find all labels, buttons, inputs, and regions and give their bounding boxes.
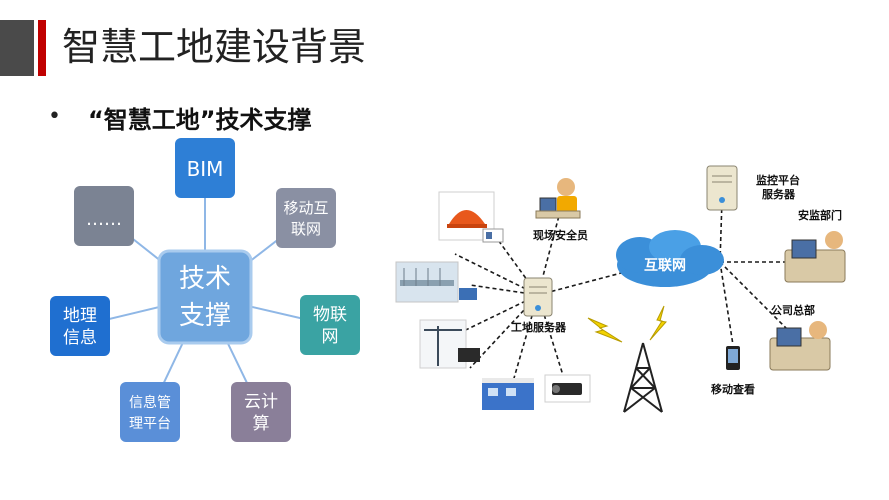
node-cloud-line-2: 算 [253,414,270,434]
site-server-label: 工地服务器 [511,320,567,334]
monitor-server-label-1: 监控平台 [756,173,800,187]
node-iot: 物联 网 [300,295,360,355]
internet-cloud: 互联网 [616,230,724,287]
header-accent-red [38,20,46,76]
center-line-1: 技术 [179,264,231,294]
site-gate-icon [395,261,477,303]
lightning-left-icon [587,317,623,343]
node-info-management: 信息管 理平台 [120,382,180,442]
safety-dept-label: 安监部门 [798,208,842,222]
safety-dept-worker-icon [784,231,846,283]
tower-crane-icon [419,319,480,369]
node-iot-line-2: 网 [322,327,339,347]
safety-officer-icon [535,178,581,219]
internet-cloud-label: 互联网 [644,258,686,274]
surveillance-camera-icon [544,374,591,403]
node-more: …… [74,186,134,246]
node-mobile-line-1: 移动互 [283,199,328,217]
center-line-2: 支撑 [179,301,231,331]
mobile-phone-icon [726,346,740,370]
node-mobile-line-2: 联网 [291,220,321,238]
safety-officer-label: 现场安全员 [533,228,588,242]
node-geo-line-1: 地理 [63,306,97,326]
bullet-marker: • [48,104,61,129]
mobile-view-label: 移动查看 [711,382,755,396]
node-more-label: …… [86,209,122,230]
node-info-line-1: 信息管 [129,394,171,411]
header-accent-gray [0,20,34,76]
monitor-server-icon [706,165,738,211]
node-geo-line-2: 信息 [63,328,97,348]
radial-center-node: 技术 支撑 [157,249,253,345]
node-bim-label: BIM [187,157,224,181]
node-cloud-computing: 云计 算 [231,382,291,442]
headquarters-label: 公司总部 [771,303,815,317]
site-cabin-icon [482,378,534,410]
node-iot-line-1: 物联 [313,305,347,325]
lightning-right-icon [649,305,667,341]
section-heading: “智慧工地”技术支撑 [88,106,312,134]
node-mobile-internet: 移动互 联网 [276,188,336,248]
site-server-icon [523,277,553,317]
signal-tower-icon [623,342,663,413]
node-bim: BIM [175,138,235,198]
headquarters-worker-icon [769,321,831,371]
monitor-server-label-2: 服务器 [762,187,796,201]
node-cloud-line-1: 云计 [244,392,278,412]
node-info-line-2: 理平台 [129,416,171,432]
helmet-id-card-icon [438,191,504,243]
node-geo-info: 地理 信息 [50,296,110,356]
page-title: 智慧工地建设背景 [62,25,367,69]
